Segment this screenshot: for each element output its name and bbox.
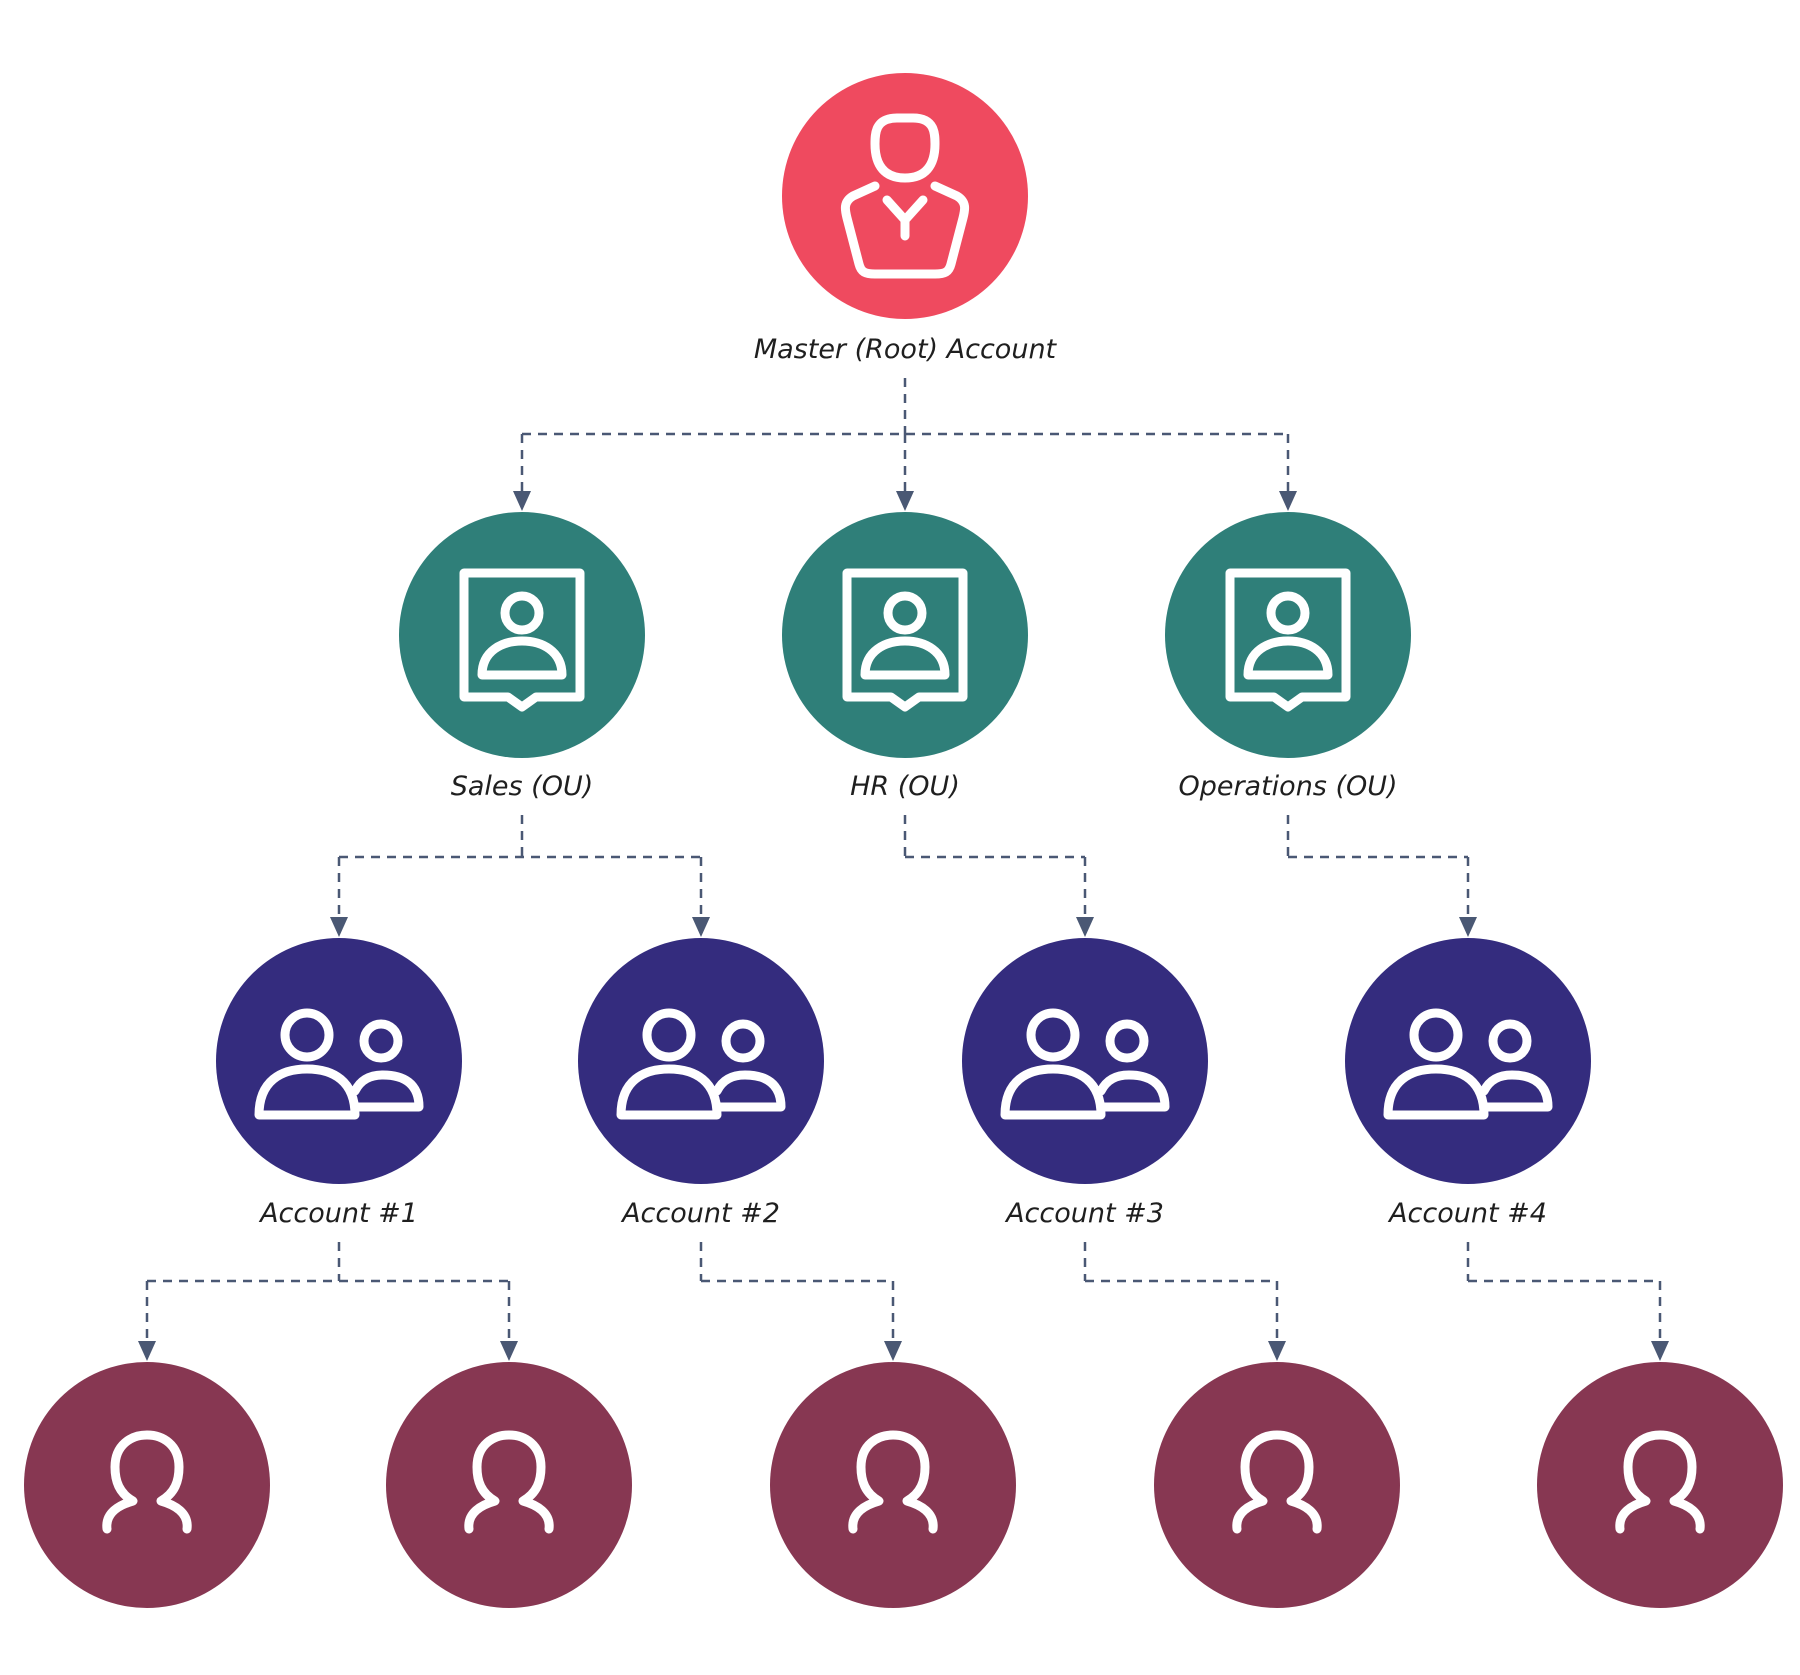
arrowhead-account-2 <box>692 917 710 937</box>
connector-lines <box>138 378 1669 1361</box>
ou-node-3-circle <box>1165 512 1411 758</box>
user-node-3-circle <box>770 1362 1016 1608</box>
user-node-5-circle <box>1537 1362 1783 1608</box>
arrowhead-ou-2 <box>896 491 914 511</box>
root-account-node-label: Master (Root) Account <box>754 334 1058 365</box>
user-node-2-circle <box>386 1362 632 1608</box>
account-node-1: Account #1 <box>216 938 462 1229</box>
arrowhead-user-4 <box>1268 1341 1286 1361</box>
arrowhead-user-1 <box>138 1341 156 1361</box>
arrowhead-ou-1 <box>513 491 531 511</box>
account-node-3: Account #3 <box>962 938 1208 1229</box>
account-node-4-circle <box>1345 938 1591 1184</box>
account-node-2: Account #2 <box>578 938 824 1229</box>
ou-node-1-label: Sales (OU) <box>451 771 594 802</box>
user-node-1 <box>24 1362 270 1608</box>
ou-node-2-label: HR (OU) <box>850 771 960 802</box>
user-node-2 <box>386 1362 632 1608</box>
account-node-2-label: Account #2 <box>620 1198 780 1229</box>
account-node-3-label: Account #3 <box>1004 1198 1164 1229</box>
user-node-4 <box>1154 1362 1400 1608</box>
arrowhead-account-4 <box>1459 917 1477 937</box>
account-node-2-circle <box>578 938 824 1184</box>
ou-node-1-circle <box>399 512 645 758</box>
arrowhead-user-2 <box>500 1341 518 1361</box>
arrowhead-ou-3 <box>1279 491 1297 511</box>
ou-node-1: Sales (OU) <box>399 512 645 802</box>
arrowhead-user-5 <box>1651 1341 1669 1361</box>
ou-node-2-circle <box>782 512 1028 758</box>
root-account-node-circle <box>782 73 1028 319</box>
ou-node-3: Operations (OU) <box>1165 512 1411 802</box>
user-node-4-circle <box>1154 1362 1400 1608</box>
arrowhead-user-3 <box>884 1341 902 1361</box>
account-node-1-circle <box>216 938 462 1184</box>
account-node-3-circle <box>962 938 1208 1184</box>
arrowhead-account-1 <box>330 917 348 937</box>
account-node-4-label: Account #4 <box>1387 1198 1547 1229</box>
account-node-1-label: Account #1 <box>258 1198 418 1229</box>
user-node-1-circle <box>24 1362 270 1608</box>
root-account-node: Master (Root) Account <box>754 73 1058 365</box>
ou-node-2: HR (OU) <box>782 512 1028 802</box>
ou-node-3-label: Operations (OU) <box>1178 771 1397 802</box>
arrowhead-account-3 <box>1076 917 1094 937</box>
user-node-5 <box>1537 1362 1783 1608</box>
user-node-3 <box>770 1362 1016 1608</box>
account-node-4: Account #4 <box>1345 938 1591 1229</box>
